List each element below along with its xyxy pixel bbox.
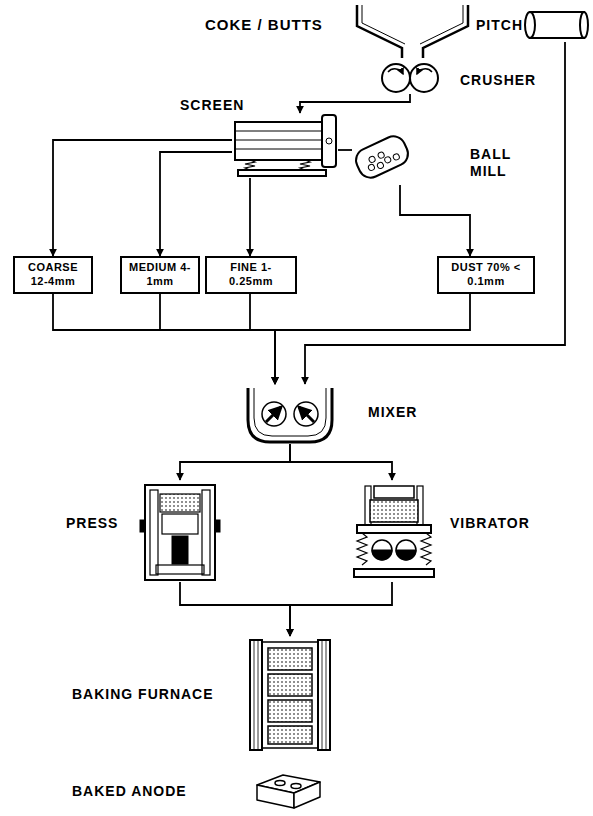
equipment-label: VIBRATOR [450,515,530,532]
crusher: CRUSHER [380,62,440,94]
flow-connector [160,152,232,256]
pitch-tank: PITCH [524,8,590,42]
press: PRESS [140,480,220,582]
hopper: COKE / BUTTS [355,5,470,58]
equipment-label: PRESS [66,515,118,532]
equipment-label: CRUSHER [460,72,536,89]
equipment-label: COKE / BUTTS [205,16,323,34]
flow-connector [180,582,290,636]
vibrator: VIBRATOR [350,480,434,582]
flow-connector [53,140,232,256]
vibrator-symbol [354,486,434,577]
flow-connector [53,294,275,385]
press-symbol [140,485,220,580]
equipment-label: BAKED ANODE [72,783,187,800]
equipment-label: BALL MILL [470,146,518,180]
equipment-label: PITCH [476,17,523,34]
flow-connector [290,582,392,636]
flow-connector [305,42,565,384]
crusher-symbol [382,64,438,92]
fraction-label: FINE 1-0.25mm [211,261,291,289]
equipment-label: MIXER [368,404,417,421]
baking-furnace-symbol [250,640,330,750]
fraction-label: COARSE 12-4mm [19,261,87,289]
size-fraction-box: DUST 70% < 0.1mm [437,256,535,294]
flow-connector [180,444,290,480]
ball-mill: BALL MILL [352,130,412,185]
fraction-label: DUST 70% < 0.1mm [443,261,529,289]
ball-mill-symbol [352,132,412,181]
baking-furnace: BAKING FURNACE [248,636,332,752]
screen-symbol [235,115,336,176]
hopper-symbol [357,5,468,58]
size-fraction-box: FINE 1-0.25mm [205,256,297,294]
flow-connector [400,185,470,256]
mixer-symbol [248,388,332,442]
equipment-label: BAKING FURNACE [72,686,214,703]
flow-connector [250,294,275,385]
flow-connector [249,178,251,256]
flow-connector [338,149,352,151]
baked-anode: BAKED ANODE [255,772,322,810]
size-fraction-box: MEDIUM 4-1mm [120,256,200,294]
flow-connector [290,444,392,480]
screen: SCREEN [232,113,338,178]
pitch-tank-symbol [525,12,588,38]
flow-connector [160,294,275,385]
mixer: MIXER [246,384,334,444]
fraction-label: MEDIUM 4-1mm [126,261,194,289]
size-fraction-box: COARSE 12-4mm [13,256,93,294]
flow-connector [300,94,410,113]
equipment-label: SCREEN [180,97,244,114]
baked-anode-symbol [257,775,320,808]
